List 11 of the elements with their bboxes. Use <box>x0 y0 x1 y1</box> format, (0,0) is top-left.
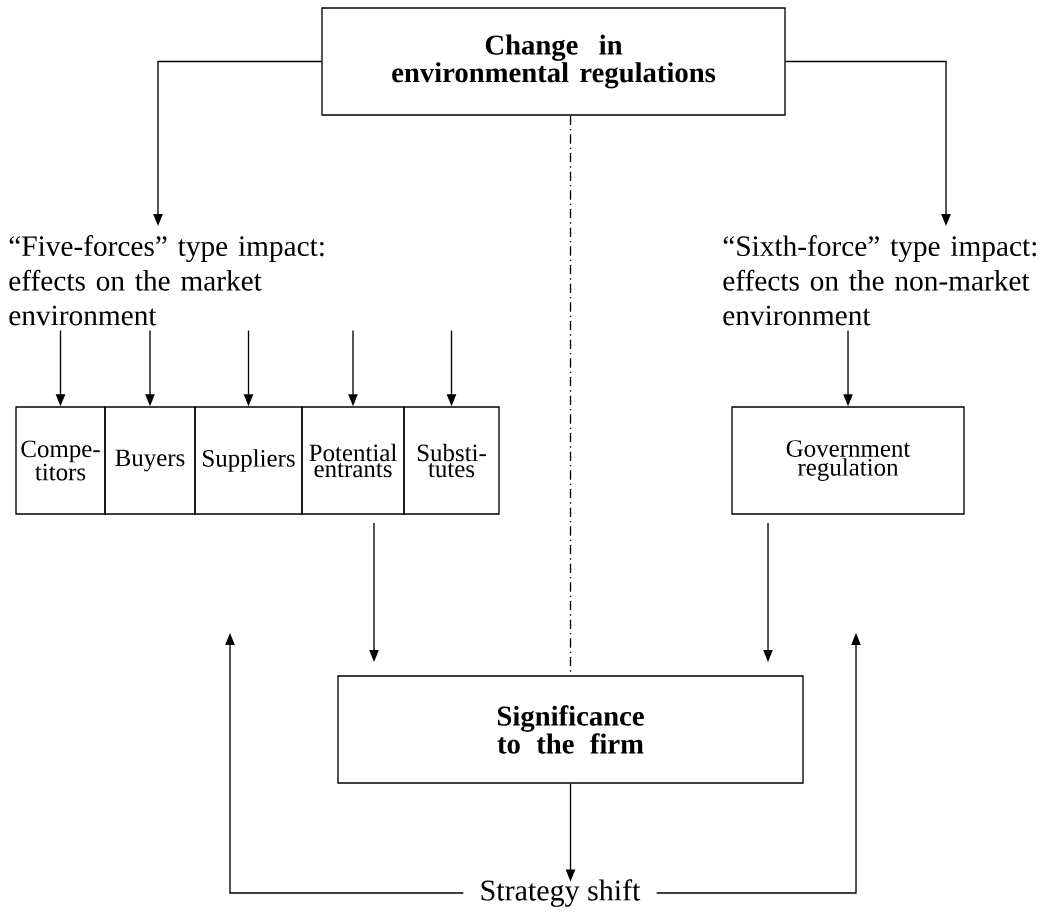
impact-text: “Five-forces” type impact: effects on the market environment <box>9 235 324 326</box>
process-box: Change in environmental regulations <box>321 7 786 116</box>
process-box: Government regulation <box>731 406 965 515</box>
force-cell: Suppliers <box>194 406 303 515</box>
process-box: Significance to the firm <box>337 675 804 784</box>
outcome-text: Strategy shift <box>481 879 641 907</box>
force-cell: Buyers <box>104 406 196 515</box>
force-cell: Potential entrants <box>301 406 405 515</box>
impact-text: “Sixth-force” type impact: effects on the non-market environment <box>723 235 1036 326</box>
force-cell: Substi-tutes <box>403 406 500 515</box>
force-cell: Compe-titors <box>15 406 106 515</box>
